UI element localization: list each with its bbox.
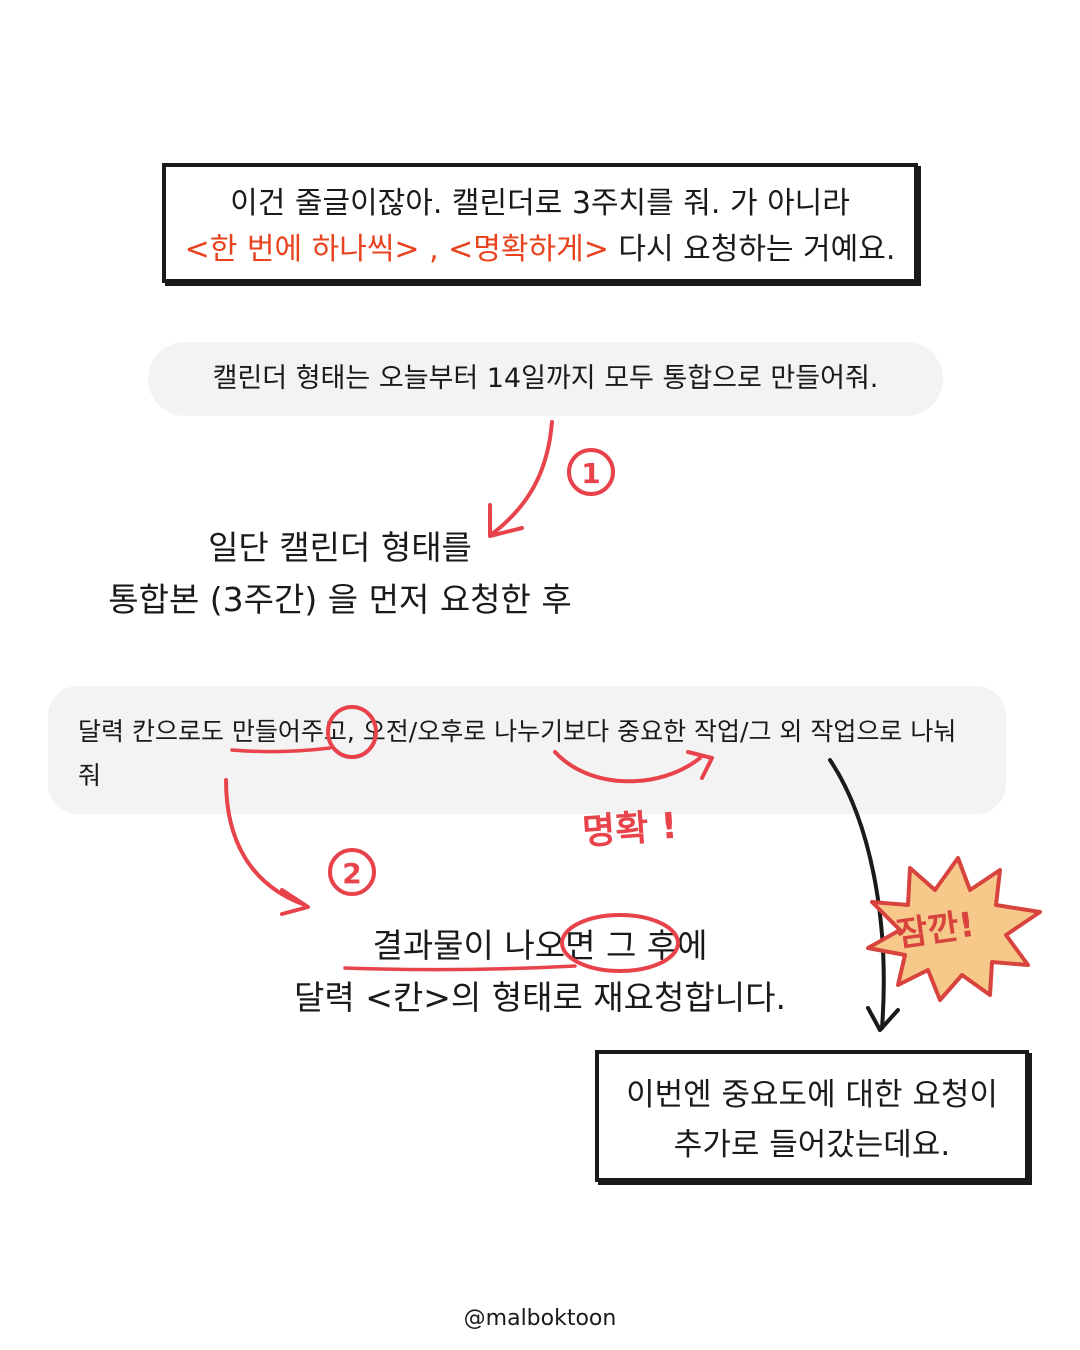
outro-line-1: 이번엔 중요도에 대한 요청이	[626, 1077, 998, 1113]
arrow-down-icon	[828, 758, 886, 1030]
number-1-label: 1	[581, 457, 600, 490]
step-2-line-1: 결과물이 나오면 그 후에	[372, 926, 708, 965]
arrow-1-head-icon	[488, 503, 524, 538]
arrow-swap-head-icon	[686, 750, 714, 780]
step-1-line-2: 통합본 (3주간) 을 먼저 요청한 후	[108, 580, 572, 619]
step-2-caption: 결과물이 나오면 그 후에 달력 <칸>의 형태로 재요청합니다.	[210, 920, 870, 1024]
clear-note: 명확 !	[580, 805, 679, 854]
arrow-2-head-icon	[280, 888, 310, 916]
underline-result-icon	[343, 964, 577, 972]
intro-line-2-rest: 다시 요청하는 거예요.	[608, 232, 896, 267]
circle-go-icon	[326, 705, 378, 759]
intro-line-2: <한 번에 하나씩> , <명확하게> 다시 요청하는 거예요.	[166, 227, 914, 273]
number-2-circle-icon	[328, 848, 376, 896]
arrow-down-head-icon	[866, 1006, 900, 1032]
step-1-line-1: 일단 캘린더 형태를	[208, 528, 472, 567]
number-2-label: 2	[342, 857, 361, 890]
step-1-caption: 일단 캘린더 형태를 통합본 (3주간) 을 먼저 요청한 후	[60, 522, 620, 626]
underline-make-icon	[230, 746, 332, 754]
intro-caption-box: 이건 줄글이잖아. 캘린더로 3주치를 줘. 가 아니라 <한 번에 하나씩> …	[162, 163, 918, 283]
author-handle: @malboktoon	[463, 1306, 617, 1331]
step-2-line-2: 달력 <칸>의 형태로 재요청합니다.	[294, 978, 786, 1017]
intro-line-1: 이건 줄글이잖아. 캘린더로 3주치를 줘. 가 아니라	[230, 186, 850, 221]
intro-highlight: <한 번에 하나씩> , <명확하게>	[184, 232, 609, 267]
arrow-1-icon	[490, 420, 554, 536]
prompt-bubble-1: 캘린더 형태는 오늘부터 14일까지 모두 통합으로 만들어줘.	[148, 342, 943, 416]
outro-caption-box: 이번엔 중요도에 대한 요청이 추가로 들어갔는데요.	[595, 1050, 1029, 1182]
circle-after-icon	[560, 913, 680, 973]
burst-icon	[866, 856, 1042, 1002]
arrow-2-icon	[224, 778, 307, 907]
arrow-swap-icon	[553, 750, 702, 784]
outro-line-2: 추가로 들어갔는데요.	[673, 1127, 951, 1163]
number-1-circle-icon	[567, 448, 615, 496]
